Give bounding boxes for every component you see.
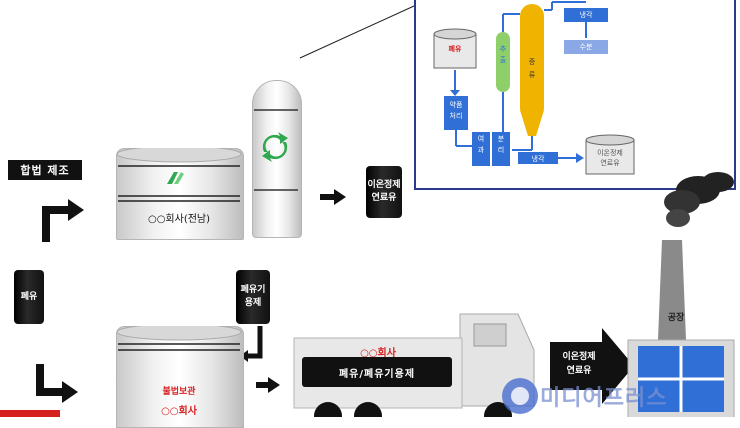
flow-filter-label: 여 과	[477, 135, 485, 154]
flow-arrow-to-company	[42, 199, 84, 242]
arrow-to-truck	[256, 377, 280, 393]
flow-arrow-to-illegal	[36, 364, 78, 403]
flow-water-label: 수분	[579, 43, 593, 51]
bottom-company-label: ○○회사	[161, 406, 197, 417]
solvent-down-arrow	[240, 326, 263, 362]
company-jeonnam-label: ○○회사(전남)	[147, 214, 211, 225]
flow-acid-label: 약품 처리	[449, 101, 463, 120]
watermark-text: 미디어프러스	[540, 386, 668, 411]
factory-building	[627, 172, 735, 417]
truck-cargo-label: 폐유/폐유기용제	[302, 357, 452, 387]
tank-stripes	[116, 148, 242, 202]
ion-fuel-arrow-label: 이온정제 연료유	[562, 352, 596, 376]
flow-extract-label: 추 출	[499, 45, 507, 64]
recycle-icon	[167, 172, 184, 184]
illegal-storage-tank	[116, 326, 244, 428]
flow-separate-label: 분 리	[497, 135, 505, 154]
waste-oil-drum: 폐유	[14, 270, 44, 324]
waste-solvent-drum: 폐유기 용제	[236, 270, 270, 324]
factory-label: 공장	[667, 313, 685, 323]
red-label-fragment	[0, 410, 60, 417]
illegal-storage-label: 불법보관	[162, 387, 196, 397]
truck-company-label: ○○회사	[360, 348, 396, 359]
watermark-logo-icon	[502, 378, 538, 414]
flow-distill-label: 증 류	[528, 58, 536, 79]
flow-condense-label: 냉각	[531, 155, 545, 163]
arrow-to-factory	[550, 328, 634, 404]
tower-bands	[254, 109, 298, 191]
inset-leader-line	[299, 5, 415, 59]
tower-recycle-icon	[262, 132, 288, 162]
flow-cool-label: 냉각	[579, 11, 593, 19]
flow-waste-oil-label: 폐유	[448, 45, 462, 53]
illegal-tank-stripes	[116, 326, 242, 351]
arrow-to-fuel-drum	[320, 189, 346, 205]
process-flow-svg	[433, 1, 635, 175]
ion-fuel-drum: 이온정제 연료유	[366, 166, 402, 218]
company-tank	[116, 148, 244, 240]
flow-product-label: 이온정제 연료유	[597, 149, 623, 167]
legal-manufacture-label: 합법 제조	[8, 160, 82, 180]
